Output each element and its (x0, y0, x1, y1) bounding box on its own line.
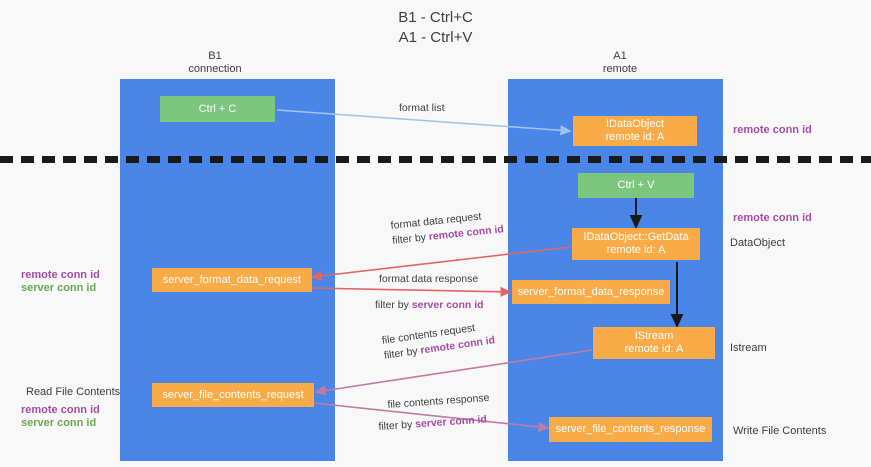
box-server-format-data-response: server_format_data_response (512, 280, 670, 304)
box-istream: IStream remote id: A (593, 327, 715, 359)
label-format-data-response-filter-value: server conn id (411, 299, 484, 311)
title-line-1: B1 - Ctrl+C (398, 9, 473, 26)
label-file-contents-response: file contents response (387, 391, 490, 413)
box-server-format-data-request-label: server_format_data_request (162, 273, 302, 286)
box-ctrl-c-label: Ctrl + C (198, 102, 237, 115)
label-file-contents-request: file contents request filter by remote c… (381, 318, 496, 363)
annotation-left-remote-conn-id-2: remote conn id (21, 404, 100, 416)
annotation-dataobject: DataObject (730, 237, 786, 249)
column-right-name: A1 (613, 50, 627, 62)
box-istream-line2: remote id: A (624, 343, 684, 355)
label-file-contents-response-filter: filter by server conn id (378, 412, 487, 435)
box-ctrl-c: Ctrl + C (160, 96, 275, 122)
annotation-left-remote-conn-id: remote conn id (21, 269, 100, 281)
box-getdata-line1: IDataObject::GetData (583, 231, 689, 243)
box-ctrl-v-label: Ctrl + V (617, 179, 655, 191)
box-server-format-data-response-label: server_format_data_response (517, 285, 665, 298)
arrow-format-data-response (309, 286, 512, 297)
box-idataobject: IDataObject remote id: A (573, 116, 697, 146)
label-format-data-response-filter: filter by server conn id (375, 298, 484, 313)
box-idataobject-line2: remote id: A (605, 131, 665, 143)
column-left-name: B1 (208, 50, 222, 62)
box-server-file-contents-request: server_file_contents_request (152, 383, 314, 407)
label-format-list: format list (399, 102, 445, 114)
box-server-file-contents-response: server_file_contents_response (549, 417, 712, 442)
column-right-role: remote (602, 63, 638, 75)
box-ctrl-v: Ctrl + V (578, 173, 694, 198)
annotation-read-file-contents: Read File Contents (26, 386, 121, 398)
column-header-right: A1 remote (560, 50, 680, 76)
label-file-contents-response-filter-prefix: filter by (378, 418, 416, 433)
label-file-contents-request-filter-prefix: filter by (383, 344, 422, 362)
label-format-data-request-filter-prefix: filter by (391, 231, 430, 247)
title-line-2: A1 - Ctrl+V (398, 29, 473, 46)
box-server-format-data-request: server_format_data_request (152, 268, 312, 292)
box-istream-line1: IStream (634, 330, 674, 342)
box-server-file-contents-response-label: server_file_contents_response (555, 423, 706, 435)
label-format-data-response-filter-prefix: filter by (375, 299, 412, 311)
label-format-data-response: format data response (379, 272, 478, 287)
column-header-left: B1 connection (155, 50, 275, 76)
box-idataobject-line1: IDataObject (605, 118, 665, 130)
annotation-remote-conn-id-top: remote conn id (733, 124, 812, 136)
phase-divider (0, 156, 871, 163)
box-getdata: IDataObject::GetData remote id: A (572, 228, 700, 260)
annotation-istream: Istream (730, 342, 767, 354)
page-title: B1 - Ctrl+C A1 - Ctrl+V (0, 8, 871, 48)
label-format-data-response-line1: format data response (379, 273, 479, 285)
annotation-left-server-conn-id-2: server conn id (21, 417, 97, 429)
label-file-contents-response-line1: file contents response (387, 391, 490, 411)
label-format-data-request: format data request filter by remote con… (390, 207, 505, 249)
box-server-file-contents-request-label: server_file_contents_request (162, 388, 304, 401)
annotation-write-file-contents: Write File Contents (733, 425, 827, 437)
column-left-role: connection (188, 63, 242, 75)
annotation-left-server-conn-id: server conn id (21, 282, 97, 294)
annotation-remote-conn-id-mid: remote conn id (733, 212, 812, 224)
label-file-contents-response-filter-value: server conn id (414, 413, 488, 431)
box-getdata-line2: remote id: A (606, 244, 666, 256)
